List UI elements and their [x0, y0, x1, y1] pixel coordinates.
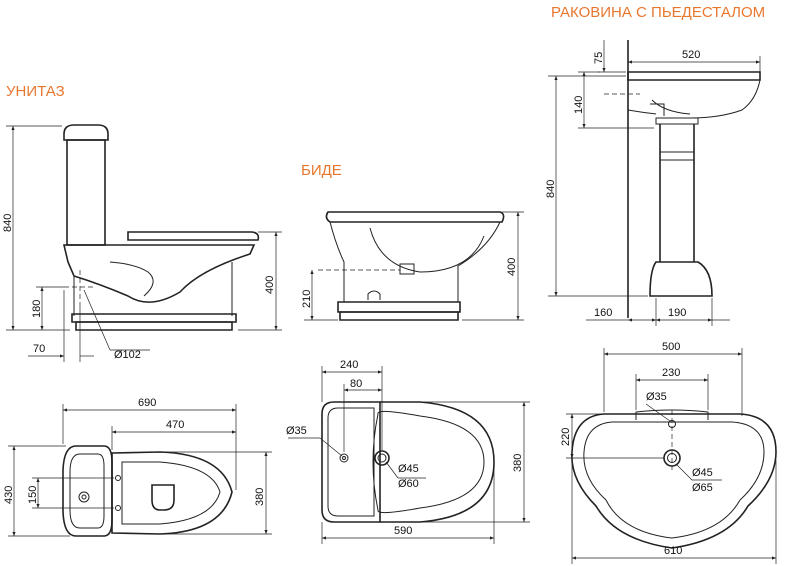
dim-toilet-seat-height: 400 — [264, 276, 276, 294]
dim-sink-pedestal-width: 190 — [668, 307, 686, 319]
dim-bidet-tap-dia: Ø35 — [286, 425, 307, 437]
dim-bidet-width: 380 — [512, 454, 524, 472]
sink-top-view — [571, 409, 777, 549]
dim-bidet-height: 400 — [506, 258, 518, 276]
dim-sink-rim: 75 — [593, 52, 605, 64]
dim-bidet-drain-outer: Ø60 — [398, 478, 419, 490]
dim-bidet-length: 590 — [394, 525, 412, 537]
dim-sink-tap-spacing: 230 — [662, 367, 680, 379]
dim-sink-width-bottom: 610 — [664, 545, 682, 557]
bidet-side-view — [318, 211, 505, 321]
toilet-top-dimensions: 690 470 430 150 380 — [3, 397, 272, 537]
dim-toilet-mount-spacing: 150 — [27, 486, 39, 504]
dim-toilet-outlet-dia: Ø102 — [114, 349, 141, 361]
dim-sink-drain-inner: Ø45 — [692, 467, 713, 479]
dim-sink-width-top: 520 — [682, 49, 700, 61]
dim-bidet-tap-offset: 80 — [350, 378, 362, 390]
dim-toilet-height: 840 — [2, 214, 14, 232]
bidet-side-dimensions: 400 210 — [301, 211, 524, 321]
title-bidet: БИДЕ — [301, 162, 342, 179]
dim-bidet-outlet-height: 210 — [301, 290, 313, 308]
dim-sink-tap-depth: 220 — [560, 428, 572, 446]
sink-side-dimensions: 520 75 140 840 160 190 — [545, 40, 761, 326]
dim-bidet-depth-top: 240 — [340, 359, 358, 371]
dim-toilet-bowl-length: 470 — [166, 419, 184, 431]
dim-sink-height: 840 — [545, 180, 557, 198]
dim-toilet-length: 690 — [138, 397, 156, 409]
sink-top-dimensions: 500 230 Ø35 220 Ø45 Ø65 610 — [560, 341, 777, 564]
toilet-top-view — [62, 445, 233, 537]
dim-sink-basin-depth: 140 — [573, 96, 585, 114]
dim-bidet-drain-inner: Ø45 — [398, 463, 419, 475]
title-toilet: УНИТАЗ — [6, 83, 65, 100]
dim-toilet-width: 430 — [3, 486, 15, 504]
title-sink: РАКОВИНА С ПЬЕДЕСТАЛОМ — [551, 4, 765, 21]
dim-toilet-outlet-offset: 70 — [33, 343, 45, 355]
dim-sink-drain-outer: Ø65 — [692, 482, 713, 494]
dim-sink-wall-offset: 160 — [594, 307, 612, 319]
toilet-side-view — [62, 124, 260, 331]
toilet-side-dimensions: 840 180 400 70 Ø102 — [2, 125, 282, 362]
dim-toilet-outlet-height: 180 — [31, 300, 43, 318]
sink-side-view — [604, 40, 761, 318]
dim-sink-width: 500 — [662, 341, 680, 353]
dim-sink-tap-dia: Ø35 — [646, 391, 667, 403]
bidet-top-view — [321, 401, 495, 523]
dim-toilet-bowl-width: 380 — [254, 488, 266, 506]
bidet-top-dimensions: 240 80 Ø35 Ø45 Ø60 380 590 — [286, 359, 530, 544]
